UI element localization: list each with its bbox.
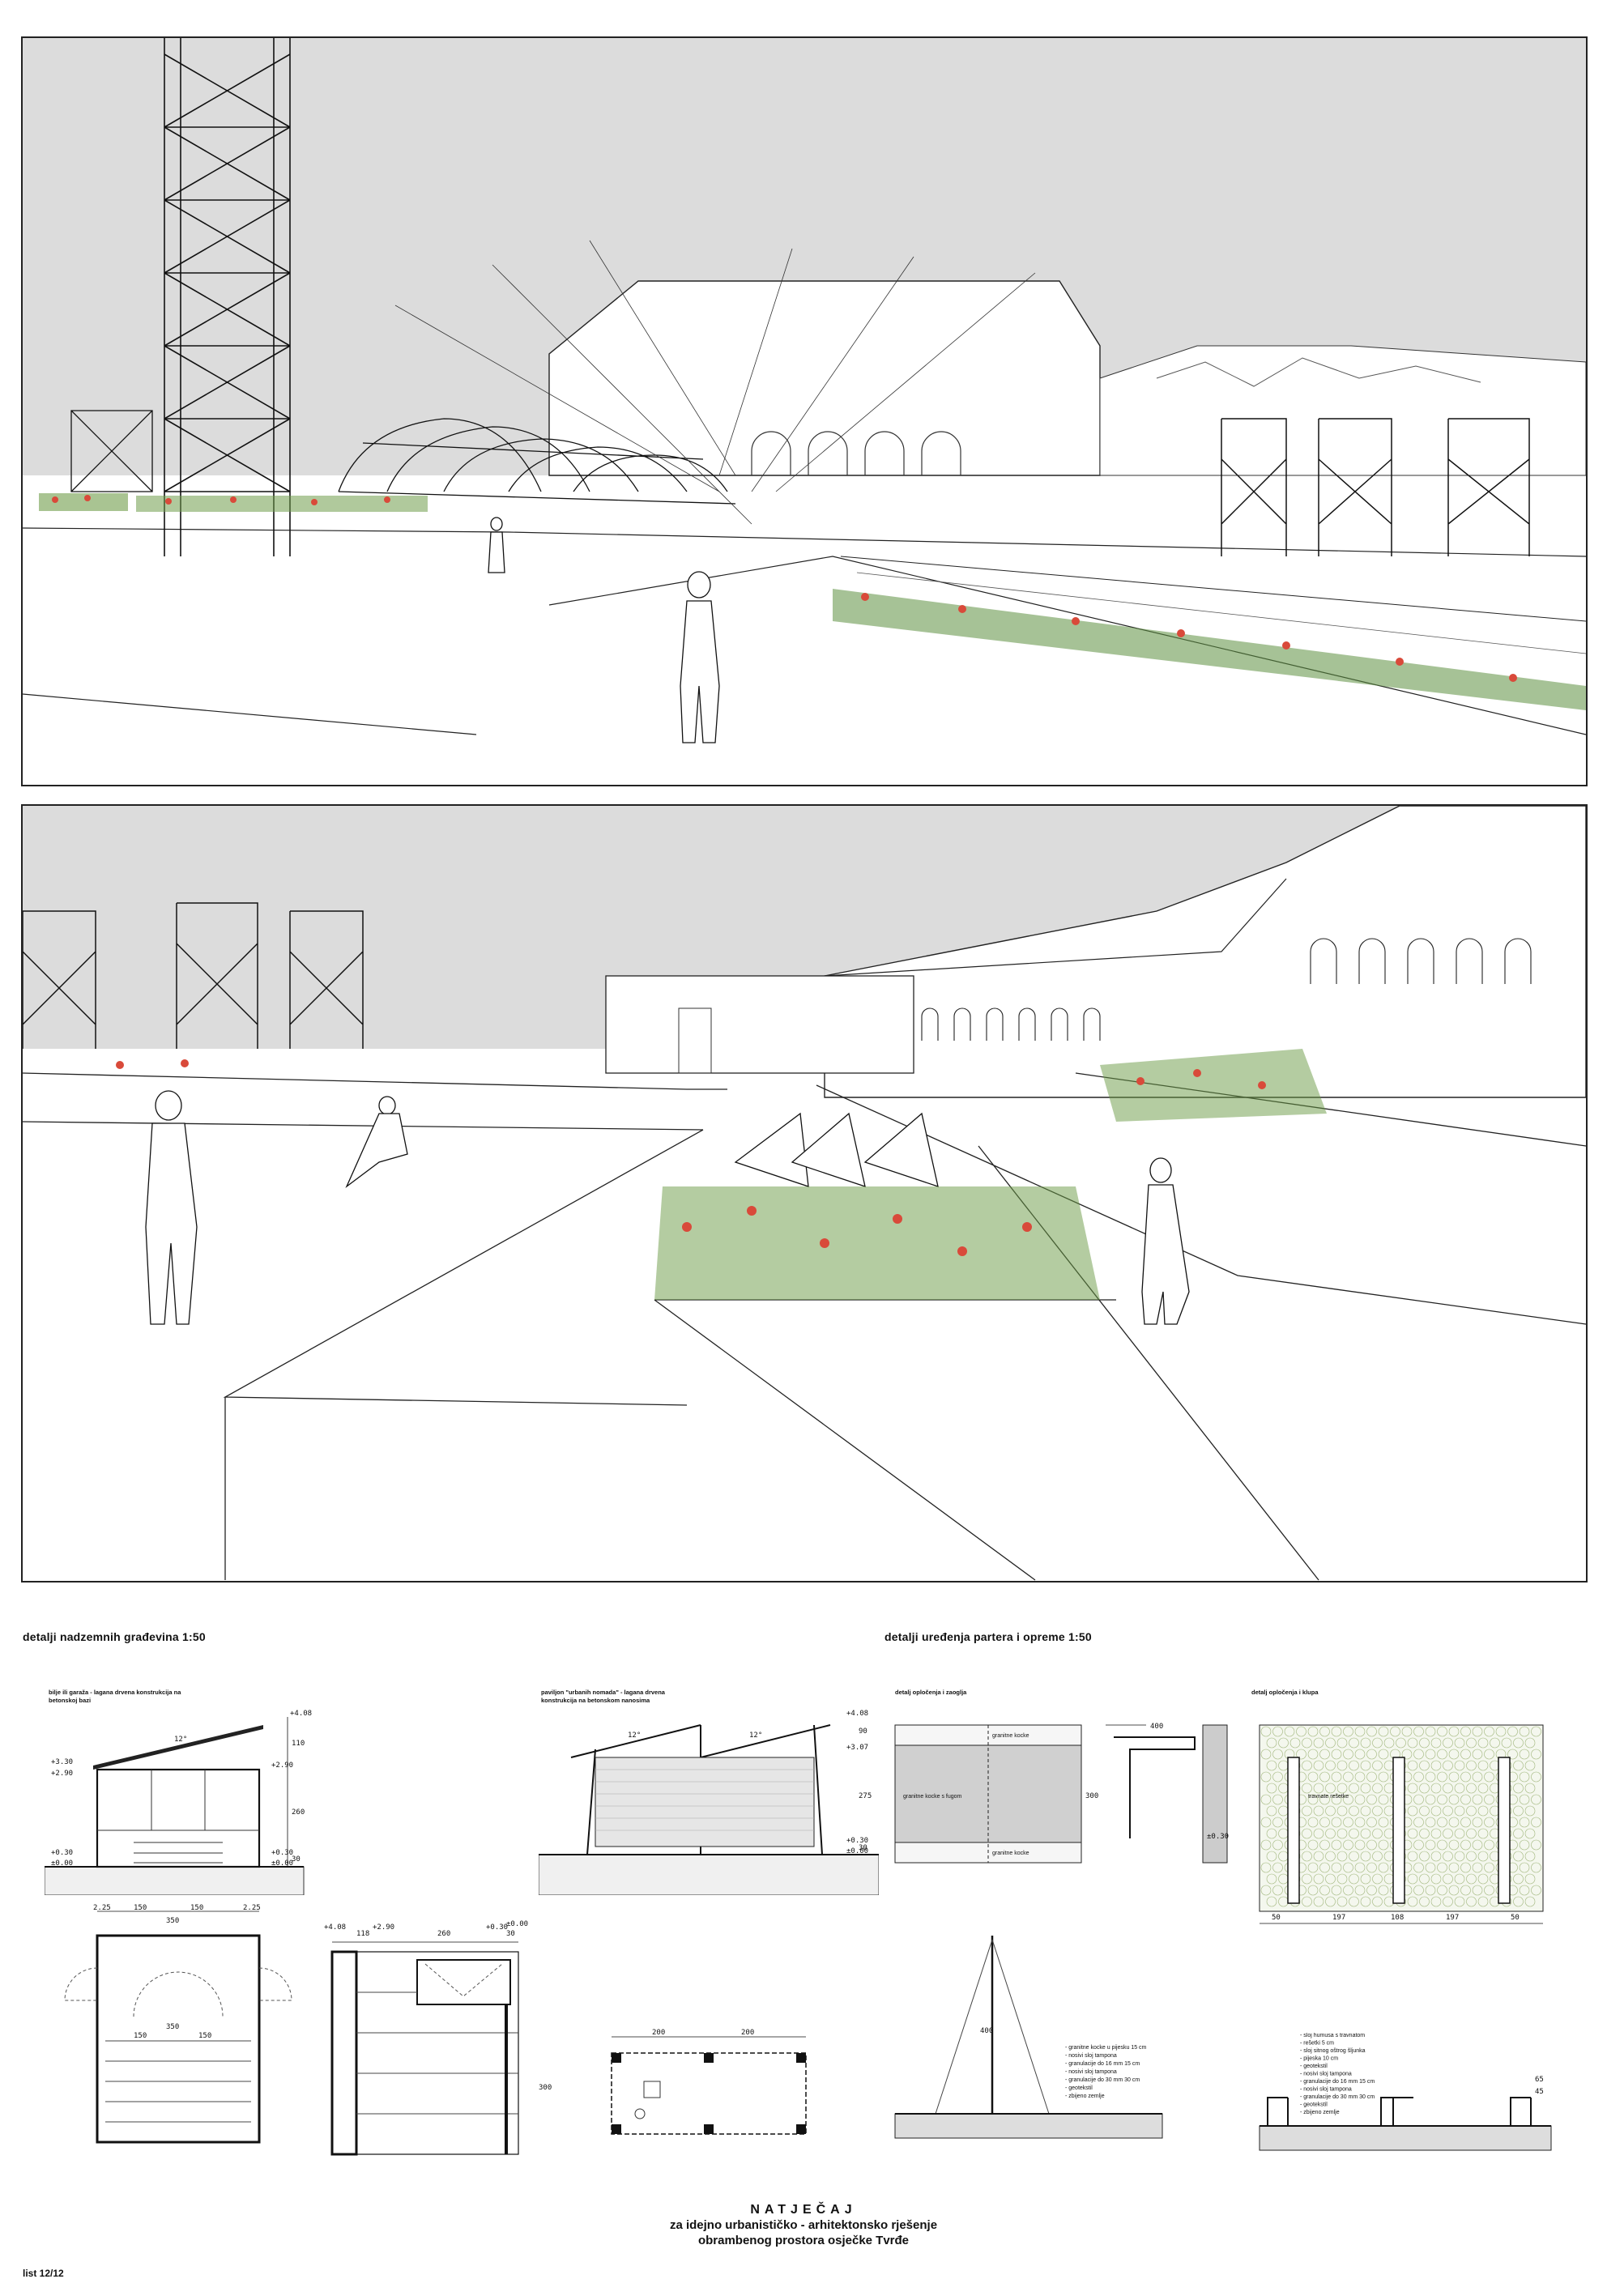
pavilion-dim-v2: 275 <box>859 1792 872 1800</box>
kiosk-dim-h3: +2.90 <box>51 1770 73 1778</box>
layer-label: - granulacije do 30 mm 30 cm <box>1300 2094 1375 2100</box>
paving-label-2: granitne kocke <box>992 1733 1029 1739</box>
footer-line-2: za idejno urbanističko - arhitektonsko r… <box>669 2218 938 2232</box>
footer-line-3: obrambenog prostora osječke Tvrđe <box>697 2234 910 2247</box>
kiosk-dim-w4: 2.25 <box>243 1904 261 1912</box>
side-dim-s1: 118 <box>356 1930 369 1938</box>
kiosk-dim-h4: +2.90 <box>271 1761 293 1770</box>
layer-label: - pijeska 10 cm <box>1300 2056 1338 2062</box>
side-dim-s2: 260 <box>437 1930 450 1938</box>
bench-dim-b1: 50 <box>1272 1914 1281 1922</box>
kiosk-section-drawing: 118 260 30 +4.08 +2.90 +0.30 ±0.00 <box>324 1920 528 2156</box>
perspective-render-middle <box>21 804 1588 1582</box>
bench-dim-h2: 65 <box>1535 2076 1544 2084</box>
layer-label: - granitne kocke u pijesku 15 cm <box>1065 2045 1147 2051</box>
footer-title-block: NATJEČAJ za idejno urbanističko - arhite… <box>0 2203 1607 2248</box>
pavilion-dim-v1: 90 <box>859 1727 867 1736</box>
layer-label: - geotekstil <box>1065 2085 1093 2091</box>
footer-line-1: NATJEČAJ <box>750 2203 857 2217</box>
paving-layer-list: - granitne kocke u pijesku 15 cm - nosivi… <box>1065 2045 1147 2099</box>
layer-label: - granulacije do 16 mm 15 cm <box>1065 2061 1140 2067</box>
caption-paving: detalj opločenja i zaoglja <box>895 1689 967 1696</box>
paving-dim-d5: ±0.30 <box>1207 1833 1229 1841</box>
kiosk-dim-h2: +3.30 <box>51 1758 73 1766</box>
layer-label: - sloj humusa s travnatom <box>1300 2033 1365 2038</box>
paving-plan-drawing: granitne kocke s fugom granitne kocke gr… <box>894 1723 1229 1864</box>
lamp-section-drawing: 400 - granitne kocke u pijesku 15 cm - no… <box>894 1936 1163 2139</box>
pavilion-elevation-drawing: +4.08 +3.07 +0.30 ±0.00 12° 12° 90 275 3… <box>539 1710 879 1895</box>
bench-plan-label: travnate rešetke <box>1308 1794 1349 1800</box>
kiosk-dim-h6: +0.30 <box>271 1849 293 1857</box>
kiosk-dim-h5: +0.30 <box>51 1849 73 1857</box>
caption-bench: detalj opločenja i klupa <box>1251 1689 1319 1696</box>
kiosk-dim-p1: 150 <box>134 2032 147 2040</box>
bench-layer-list: - sloj humusa s travnatom- rešetki 5 cm-… <box>1300 2033 1375 2115</box>
pavilion-slope1: 12° <box>628 1732 641 1740</box>
kiosk-dim-w3: 150 <box>190 1904 203 1912</box>
kiosk-dim-ptotal: 350 <box>166 2023 179 2031</box>
sheet-number: list 12/12 <box>23 2268 64 2279</box>
pavilion-dim-w1: 200 <box>652 2029 665 2037</box>
bench-plan-drawing: travnate rešetke 50 197 108 197 50 <box>1259 1724 1544 1924</box>
pavilion-dim-depth: 300 <box>539 2084 552 2092</box>
layer-label: - geotekstil <box>1300 2064 1328 2069</box>
layer-label: - nosivi sloj tampona <box>1300 2072 1352 2077</box>
kiosk-elevation-drawing: +4.08 +3.30 +2.90 +2.90 +0.30 +0.30 ±0.0… <box>45 1710 312 1895</box>
layer-label: - nosivi sloj tampona <box>1300 2087 1352 2093</box>
bench-dim-b3: 108 <box>1391 1914 1404 1922</box>
kiosk-dim-w2: 150 <box>134 1904 147 1912</box>
section-title-right: detalji uređenja partera i opreme 1:50 <box>884 1630 1092 1643</box>
kiosk-dim-v1: 110 <box>292 1740 305 1748</box>
caption-kiosk: bilje ili garaža - lagana drvena konstru… <box>49 1689 181 1704</box>
paving-label-1: granitne kocke s fugom <box>903 1794 962 1800</box>
kiosk-slope: 12° <box>174 1736 187 1744</box>
kiosk-dim-h7: ±0.00 <box>51 1859 73 1868</box>
layer-label: - geotekstil <box>1300 2102 1328 2108</box>
side-dim-e1: +4.08 <box>324 1923 346 1932</box>
kiosk-dim-v3: 30 <box>292 1855 301 1864</box>
side-dim-s3: 30 <box>506 1930 515 1938</box>
caption-pavilion: paviljon "urbanih nomada" - lagana drven… <box>541 1689 665 1704</box>
kiosk-dim-h8: ±0.00 <box>271 1859 293 1868</box>
layer-label: - granulacije do 30 mm 30 cm <box>1065 2077 1140 2083</box>
layer-label: - granulacije do 16 mm 15 cm <box>1300 2079 1375 2085</box>
kiosk-dim-v2: 260 <box>292 1808 305 1817</box>
pavilion-dim-e2: +3.07 <box>846 1744 868 1752</box>
paving-dim-d1: 400 <box>1150 1723 1163 1731</box>
paving-dim-d2: 300 <box>1085 1792 1098 1800</box>
pavilion-plan-drawing: 200 200 300 <box>539 2029 807 2135</box>
layer-label: - nosivi sloj tampona <box>1065 2069 1117 2075</box>
perspective-top-drawing <box>23 38 1586 785</box>
section-title-left: detalji nadzemnih građevina 1:50 <box>23 1630 206 1643</box>
layer-label: - nosivi sloj tampona <box>1065 2053 1117 2059</box>
pavilion-dim-e3: +0.30 <box>846 1837 868 1845</box>
bench-dim-b4: 197 <box>1446 1914 1459 1922</box>
lamp-height: 400 <box>980 2027 993 2035</box>
layer-label: - rešetki 5 cm <box>1300 2041 1334 2047</box>
pavilion-dim-w2: 200 <box>741 2029 754 2037</box>
side-dim-e4: ±0.00 <box>506 1920 528 1928</box>
bench-dim-b2: 197 <box>1332 1914 1345 1922</box>
kiosk-dim-w1: 2.25 <box>93 1904 111 1912</box>
pavilion-dim-e4: ±0.00 <box>846 1847 868 1855</box>
paving-label-3: granitne kocke <box>992 1851 1029 1856</box>
bench-section-drawing: - sloj humusa s travnatom- rešetki 5 cm-… <box>1259 2033 1552 2151</box>
layer-label: - zbijeno zemlje <box>1300 2110 1340 2115</box>
perspective-render-top <box>21 36 1588 786</box>
kiosk-dim-wtotal: 350 <box>166 1917 179 1925</box>
bench-dim-b5: 50 <box>1511 1914 1520 1922</box>
side-dim-e2: +2.90 <box>373 1923 394 1932</box>
kiosk-dim-h1: +4.08 <box>290 1710 312 1718</box>
pavilion-dim-v3: 30 <box>859 1844 867 1852</box>
kiosk-plan-drawing: 2.25 150 150 2.25 350 350 150 150 <box>64 1904 292 2144</box>
bench-dim-h1: 45 <box>1535 2088 1544 2096</box>
layer-label: - sloj sitnog oštrog šljunka <box>1300 2048 1366 2054</box>
kiosk-dim-p2: 150 <box>198 2032 211 2040</box>
side-dim-e3: +0.30 <box>486 1923 508 1932</box>
pavilion-dim-e1: +4.08 <box>846 1710 868 1718</box>
pavilion-slope2: 12° <box>749 1732 762 1740</box>
layer-label: - zbijeno zemlje <box>1065 2094 1105 2099</box>
perspective-middle-drawing <box>23 806 1586 1581</box>
